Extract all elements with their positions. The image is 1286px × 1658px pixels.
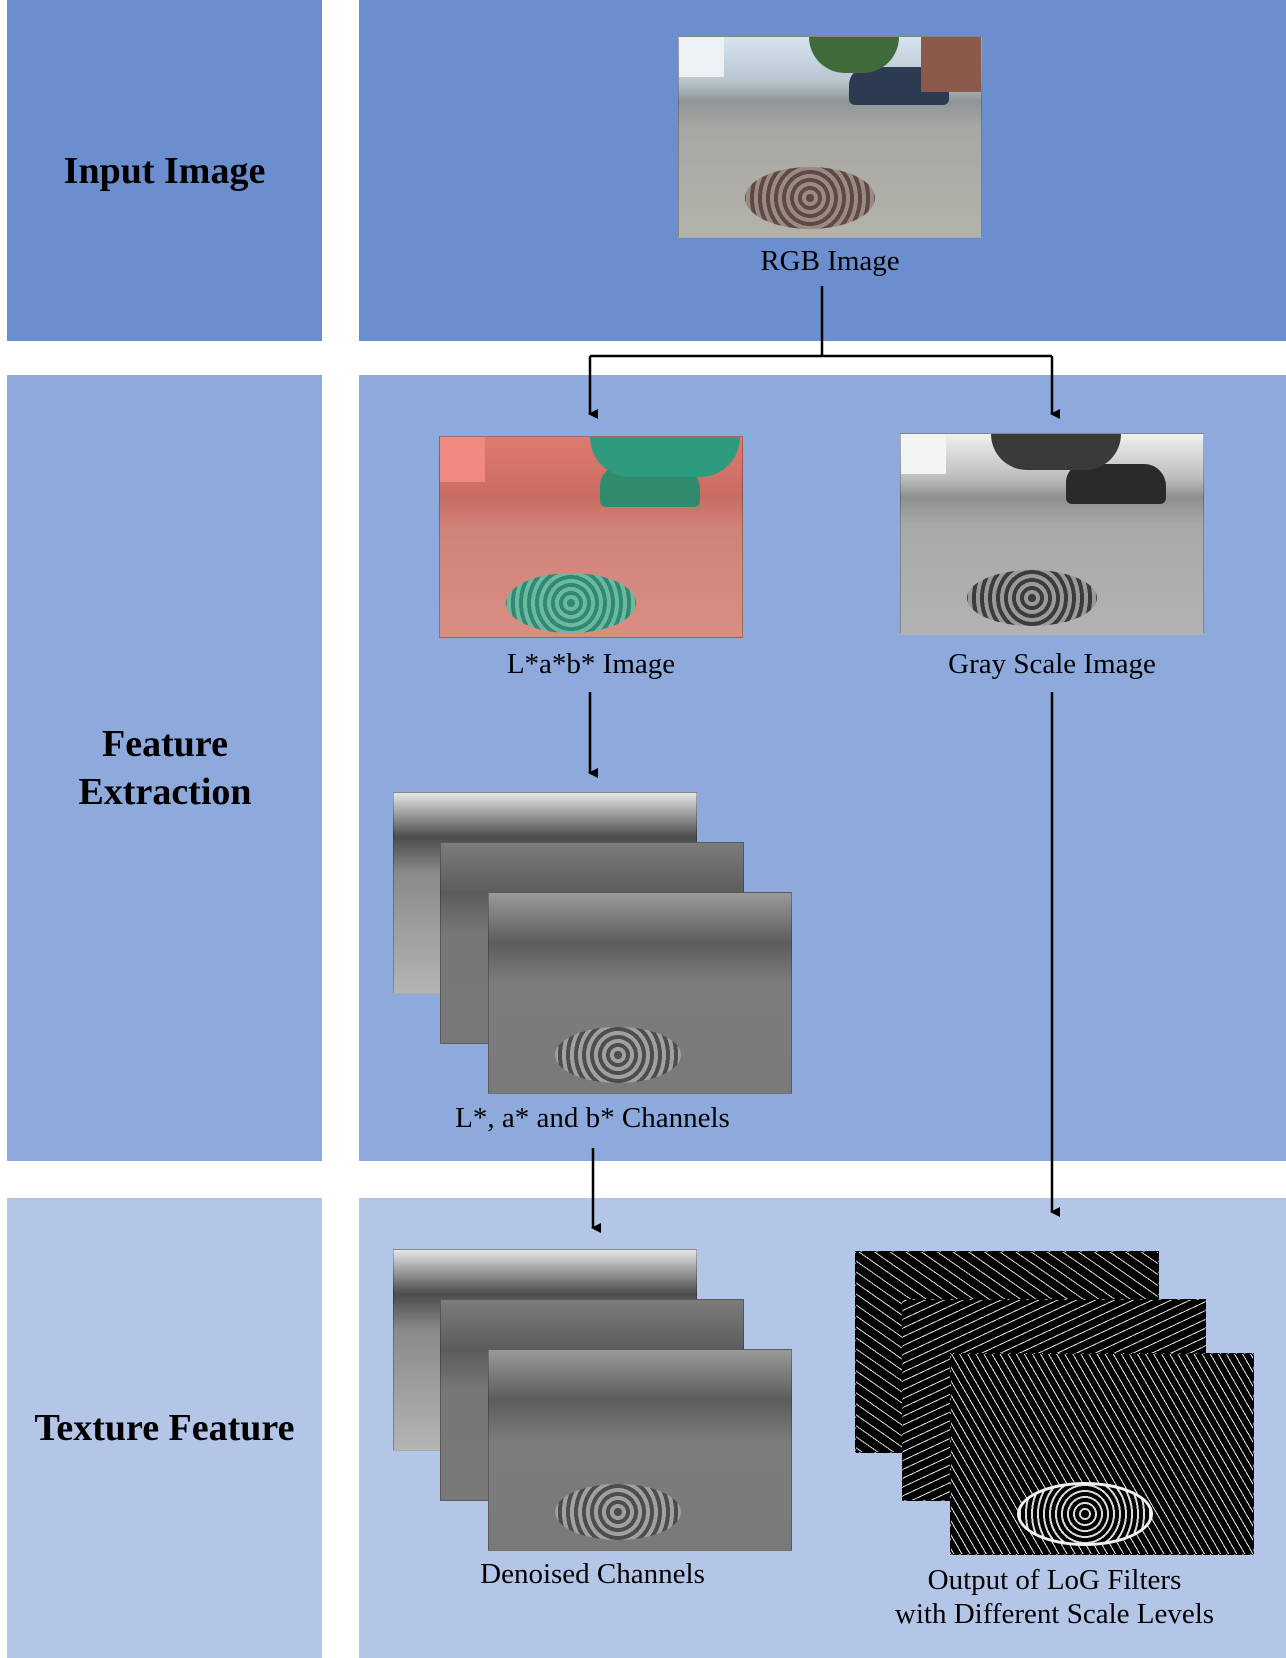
denoised-b-channel-image: [488, 1349, 792, 1551]
texture-stage-label-panel: [7, 1198, 322, 1658]
gray-house-shape: [901, 434, 946, 474]
lab-manhole-shape: [506, 573, 636, 633]
rgb-caption: RGB Image: [760, 245, 900, 277]
denoised-caption: Denoised Channels: [480, 1558, 705, 1590]
lab-house-shape: [440, 437, 485, 482]
lab-tree-shape: [590, 437, 740, 477]
gray-manhole-shape: [967, 570, 1097, 626]
b-channel-image: [488, 892, 792, 1094]
grayscale-image: [900, 433, 1204, 635]
rgb-image: [678, 36, 982, 238]
gray-car-shape: [1066, 464, 1166, 504]
log-scale3-image: [950, 1353, 1254, 1555]
log-caption-line2: with Different Scale Levels: [894, 1598, 1215, 1630]
input-stage-label-panel: [7, 0, 322, 341]
texture-stage-label: Texture Feature: [34, 1407, 295, 1449]
gray-tree-shape: [991, 434, 1121, 470]
log-manhole-shape: [1017, 1482, 1153, 1546]
feature-stage-label-panel: [7, 375, 322, 1161]
channel-manhole-shape: [555, 1027, 681, 1083]
lab-caption: L*a*b* Image: [506, 648, 676, 680]
feature-stage-label: Feature Extraction: [78, 723, 252, 813]
rgb-house-shape: [679, 37, 724, 77]
log-caption-line1: Output of LoG Filters: [927, 1564, 1182, 1596]
rgb-building-shape: [921, 37, 981, 92]
grayscale-caption: Gray Scale Image: [948, 648, 1156, 680]
channels-caption: L*, a* and b* Channels: [455, 1102, 730, 1134]
rgb-manhole-shape: [745, 167, 875, 229]
denoised-manhole-shape: [555, 1484, 681, 1540]
input-stage-label: Input Image: [63, 149, 266, 192]
lab-image: [439, 436, 743, 638]
